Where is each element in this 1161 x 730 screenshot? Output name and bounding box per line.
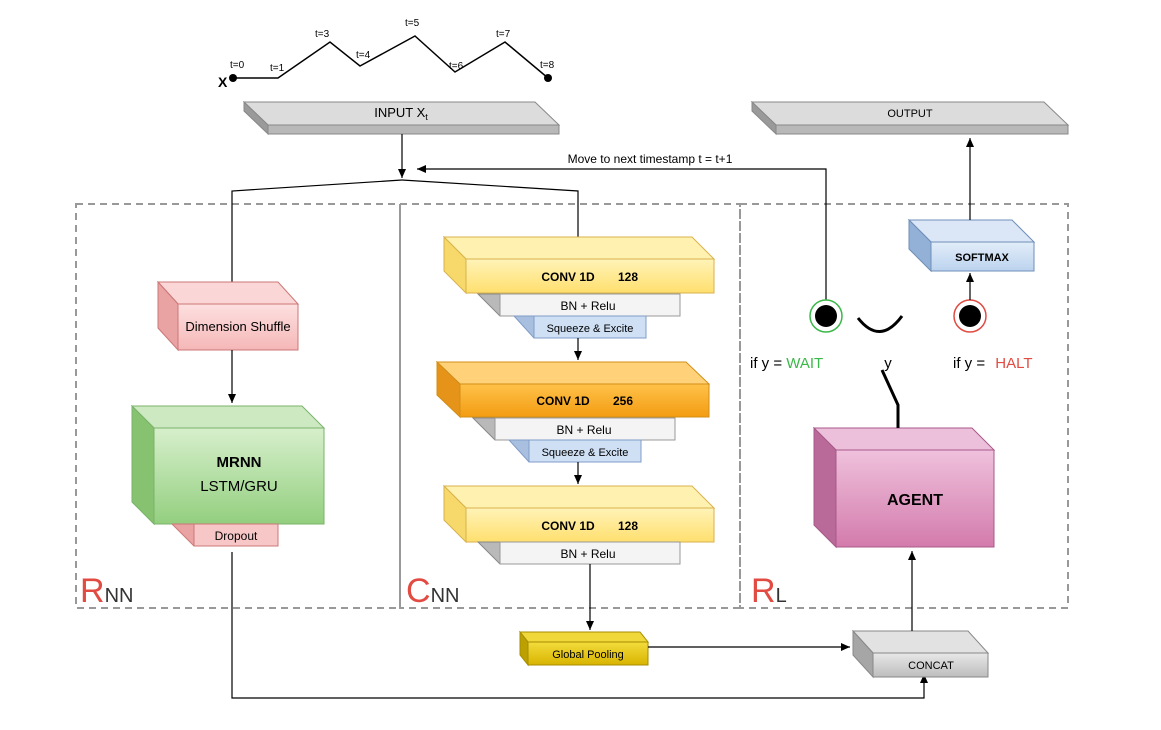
global-pooling-block: Global Pooling	[518, 630, 650, 667]
concat-block: CONCAT	[851, 629, 990, 679]
timeline-step: t=3	[315, 29, 330, 40]
conv3-name: CONV 1D	[541, 519, 595, 533]
squeeze-excite-1-label: Squeeze & Excite	[547, 323, 634, 335]
switch-variable-label: y	[884, 355, 892, 372]
conv2-block: CONV 1D 256	[435, 360, 711, 419]
input-label: INPUT Xt	[374, 105, 428, 122]
mrnn-block: MRNN LSTM/GRU	[130, 404, 326, 526]
wait-terminal	[809, 299, 843, 333]
timeline-end-dot	[544, 74, 552, 82]
input-block: INPUT Xt	[242, 100, 561, 136]
conv1-block: CONV 1D 128	[442, 235, 716, 295]
agent-block: AGENT	[812, 426, 996, 549]
squeeze-excite-1: Squeeze & Excite	[512, 315, 647, 339]
mrnn-title: MRNN	[217, 454, 262, 471]
halt-condition-label: if y = HALT	[953, 355, 1033, 372]
output-label: OUTPUT	[887, 108, 933, 120]
action-switch: y	[856, 315, 904, 428]
softmax-block: SOFTMAX	[907, 218, 1036, 273]
rnn-to-concat-arrow	[231, 552, 928, 699]
wait-condition-label: if y = WAIT	[750, 355, 823, 372]
conv2-filters: 256	[613, 394, 633, 408]
bn-relu-1: BN + Relu	[476, 293, 681, 317]
conv1-filters: 128	[618, 270, 638, 284]
conv3-filters: 128	[618, 519, 638, 533]
timeline-start-label: X	[218, 74, 228, 90]
loop-back-arrow	[417, 165, 827, 300]
softmax-label: SOFTMAX	[955, 252, 1009, 264]
timeline-path	[233, 35, 549, 79]
rnn-region-label: RNN	[80, 572, 133, 610]
cnn-region-label: CNN	[406, 572, 459, 610]
rl-region	[739, 203, 1069, 609]
timeline-step: t=1	[270, 63, 285, 74]
to-cnn-line	[401, 179, 579, 237]
bn-relu-2-label: BN + Relu	[556, 423, 611, 437]
bn-relu-1-label: BN + Relu	[560, 299, 615, 313]
conv2-name: CONV 1D	[536, 394, 590, 408]
timeline-step: t=8	[540, 60, 555, 71]
squeeze-excite-2-label: Squeeze & Excite	[542, 447, 629, 459]
agent-label: AGENT	[887, 492, 943, 509]
bn-relu-3-label: BN + Relu	[560, 547, 615, 561]
wait-word: WAIT	[786, 355, 823, 372]
concat-label: CONCAT	[908, 660, 954, 672]
dropout-block: Dropout	[170, 523, 279, 547]
timeline-start-dot	[229, 74, 237, 82]
mrnn-subtitle: LSTM/GRU	[200, 478, 278, 495]
timeline-step: t=4	[356, 50, 371, 61]
switch-cup	[856, 315, 904, 333]
global-pooling-label: Global Pooling	[552, 649, 624, 661]
squeeze-excite-2: Squeeze & Excite	[507, 439, 642, 463]
output-block: OUTPUT	[750, 100, 1070, 136]
dimension-shuffle-label: Dimension Shuffle	[185, 319, 290, 334]
timeline-step: t=5	[405, 18, 420, 29]
conv3-block: CONV 1D 128	[442, 484, 716, 544]
dimension-shuffle-block: Dimension Shuffle	[156, 280, 300, 352]
bn-relu-2: BN + Relu	[471, 417, 676, 441]
rl-region-label: RL	[751, 572, 787, 610]
next-timestamp-label: Move to next timestamp t = t+1	[568, 152, 733, 166]
halt-terminal	[953, 299, 987, 333]
to-rnn-line	[231, 179, 403, 282]
rnn-region	[75, 203, 401, 609]
timeline-step: t=7	[496, 29, 511, 40]
halt-word: HALT	[995, 355, 1032, 372]
timeline: X t=0 t=1 t=3 t=4 t=5 t=6 t=7 t=8	[218, 18, 555, 90]
bn-relu-3: BN + Relu	[476, 541, 681, 565]
dropout-label: Dropout	[215, 529, 258, 543]
switch-line	[880, 369, 900, 428]
timeline-step: t=6	[449, 61, 464, 72]
timeline-step: t=0	[230, 60, 245, 71]
conv1-name: CONV 1D	[541, 270, 595, 284]
